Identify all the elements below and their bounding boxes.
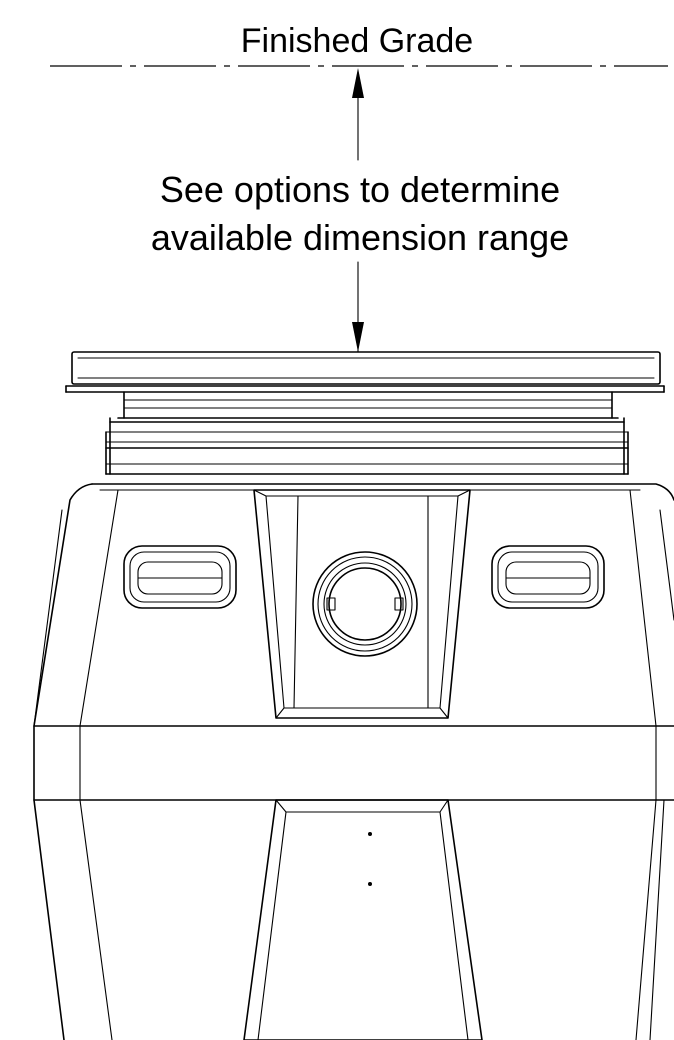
tank-lid <box>65 351 665 393</box>
riser-rings <box>105 391 629 475</box>
left-handle <box>123 545 237 609</box>
dimension-note-line-1: See options to determine <box>160 169 560 210</box>
upper-center-recess <box>253 489 471 719</box>
dimension-arrow <box>352 68 364 353</box>
lower-center-recess <box>243 799 483 1040</box>
dimension-note-line-2: available dimension range <box>151 217 569 258</box>
finished-grade-label: Finished Grade <box>241 22 473 60</box>
inlet-fitting <box>312 551 418 657</box>
right-handle <box>491 545 605 609</box>
